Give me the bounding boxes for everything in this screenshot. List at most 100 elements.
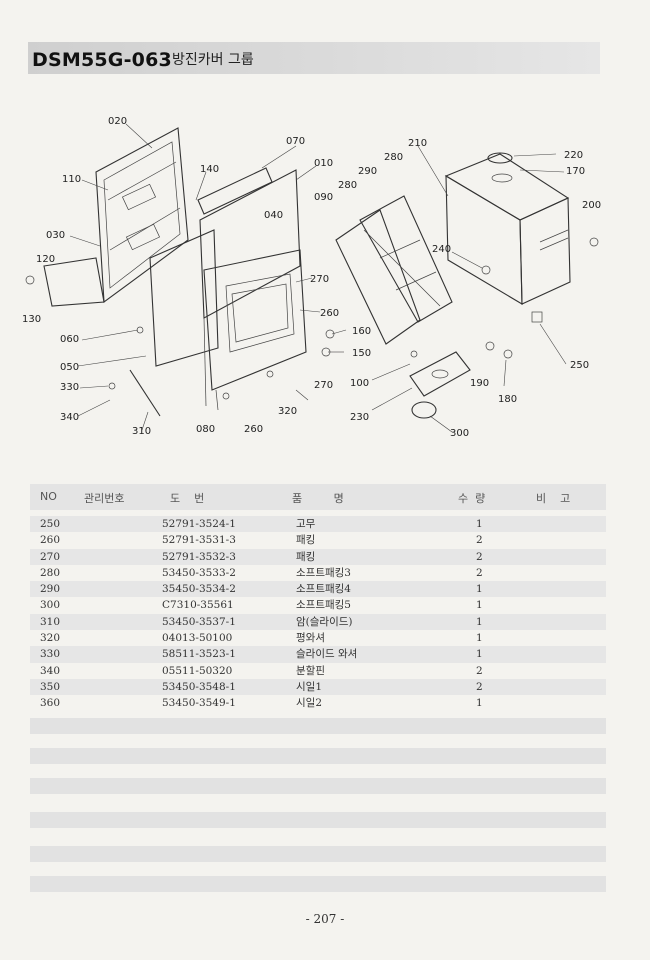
cell-part-number: 04013-50100 xyxy=(162,632,233,645)
cell-qty: 1 xyxy=(476,518,483,530)
parts-table-header: NO 관리번호 도 번 품 명 수 량 비 고 xyxy=(30,484,606,510)
parts-table-body: 250 52791-3524-1 고무 1 260 52791-3531-3 패… xyxy=(30,516,606,712)
callout-label: 120 xyxy=(36,254,55,265)
page-number: - 207 - xyxy=(305,912,345,926)
callout-label: 020 xyxy=(108,116,127,127)
cell-part-name: 시일1 xyxy=(296,680,323,693)
table-row: 360 53450-3549-1 시일2 1 xyxy=(30,695,606,711)
leader-lines xyxy=(69,123,567,433)
cell-no: 330 xyxy=(40,648,61,661)
cell-part-name: 소프트패킹3 xyxy=(296,566,351,579)
side-panel-drawing xyxy=(335,195,453,345)
exploded-parts-diagram: 020 070 010 110 140 040 090 280 290 280 … xyxy=(22,116,601,439)
empty-row-band xyxy=(30,812,606,828)
left-door-drawing xyxy=(43,127,189,307)
callout-label: 220 xyxy=(564,150,583,161)
callout-label: 150 xyxy=(352,348,371,359)
callout-label: 280 xyxy=(384,152,403,163)
callout-label: 290 xyxy=(358,166,377,177)
callout-label: 100 xyxy=(350,378,369,389)
cell-no: 250 xyxy=(40,518,61,530)
table-row: 260 52791-3531-3 패킹 2 xyxy=(30,532,606,548)
cell-no: 290 xyxy=(40,583,61,596)
table-row: 270 52791-3532-3 패킹 2 xyxy=(30,548,606,565)
callout-labels: 020 070 010 110 140 040 090 280 290 280 … xyxy=(22,116,601,439)
cell-qty: 1 xyxy=(476,615,483,628)
cell-part-number: 35450-3534-2 xyxy=(162,583,236,596)
table-row: 330 58511-3523-1 슬라이드 와셔 1 xyxy=(30,646,606,663)
callout-label: 240 xyxy=(432,244,451,255)
cell-part-number: 53450-3537-1 xyxy=(162,615,236,628)
empty-row-band xyxy=(30,718,606,734)
cell-part-number: 53450-3549-1 xyxy=(162,697,236,710)
cell-qty: 1 xyxy=(476,599,483,612)
callout-label: 070 xyxy=(286,136,305,147)
col-header-no: NO xyxy=(40,490,57,503)
col-header-qty: 수 량 xyxy=(458,492,486,505)
empty-row-band xyxy=(30,748,606,764)
empty-row-band xyxy=(30,876,606,892)
header-band xyxy=(28,42,600,74)
cell-part-number: 53450-3533-2 xyxy=(162,566,236,579)
callout-label: 210 xyxy=(408,138,427,149)
cell-qty: 2 xyxy=(476,566,483,579)
callout-label: 050 xyxy=(60,362,79,373)
cell-part-name: 슬라이드 와셔 xyxy=(296,648,358,661)
cell-no: 300 xyxy=(40,599,61,612)
callout-label: 080 xyxy=(196,424,215,435)
callout-label: 140 xyxy=(200,164,219,175)
callout-label: 130 xyxy=(22,314,41,325)
callout-label: 200 xyxy=(582,200,601,211)
cell-no: 350 xyxy=(40,680,61,693)
cell-no: 280 xyxy=(40,566,61,579)
cell-part-number: C7310-35561 xyxy=(162,599,234,612)
col-header-mgmt: 관리번호 xyxy=(84,492,125,505)
cell-no: 270 xyxy=(40,550,61,563)
callout-label: 110 xyxy=(62,174,81,185)
cell-qty: 2 xyxy=(476,550,483,563)
cell-qty: 1 xyxy=(476,583,483,596)
col-header-name: 품 명 xyxy=(292,492,344,505)
callout-label: 330 xyxy=(60,382,79,393)
callout-label: 280 xyxy=(338,180,357,191)
empty-row-band xyxy=(30,846,606,862)
callout-label: 300 xyxy=(450,428,469,439)
fasteners-drawing xyxy=(25,237,599,417)
cell-qty: 2 xyxy=(476,534,483,547)
callout-label: 260 xyxy=(320,308,339,319)
callout-label: 040 xyxy=(264,210,283,221)
callout-label: 170 xyxy=(566,166,585,177)
callout-label: 250 xyxy=(570,360,589,371)
callout-label: 030 xyxy=(46,230,65,241)
callout-label: 230 xyxy=(350,412,369,423)
cell-part-number: 52791-3531-3 xyxy=(162,534,236,547)
col-header-remark: 비 고 xyxy=(536,492,571,505)
callout-label: 180 xyxy=(498,394,517,405)
callout-label: 340 xyxy=(60,412,79,423)
cell-no: 320 xyxy=(40,632,61,645)
cell-part-name: 시일2 xyxy=(296,697,323,710)
cell-part-number: 05511-50320 xyxy=(162,664,233,677)
cell-part-number: 52791-3524-1 xyxy=(162,518,236,530)
cell-part-name: 고무 xyxy=(296,518,316,530)
cell-part-name: 평와셔 xyxy=(296,632,325,645)
callout-label: 260 xyxy=(244,424,263,435)
cell-part-name: 분할핀 xyxy=(296,664,325,677)
callout-label: 090 xyxy=(314,192,333,203)
table-row: 300 C7310-35561 소프트패킹5 1 xyxy=(30,597,606,613)
callout-label: 160 xyxy=(352,326,371,337)
cell-part-number: 58511-3523-1 xyxy=(162,648,236,661)
cell-no: 260 xyxy=(40,534,61,547)
col-header-drawing: 도 번 xyxy=(170,492,205,505)
cell-part-name: 소프트패킹5 xyxy=(296,599,351,612)
table-row: 340 05511-50320 분할핀 2 xyxy=(30,663,606,679)
cell-part-name: 패킹 xyxy=(296,534,316,547)
callout-label: 270 xyxy=(314,380,333,391)
table-row: 250 52791-3524-1 고무 1 xyxy=(30,516,606,533)
table-row: 290 35450-3534-2 소프트패킹4 1 xyxy=(30,581,606,598)
page-subtitle: 방진카버 그룹 xyxy=(172,52,254,68)
cover-box-drawing xyxy=(444,152,571,305)
callout-label: 010 xyxy=(314,158,333,169)
cell-qty: 2 xyxy=(476,680,483,693)
cell-qty: 2 xyxy=(476,664,483,677)
